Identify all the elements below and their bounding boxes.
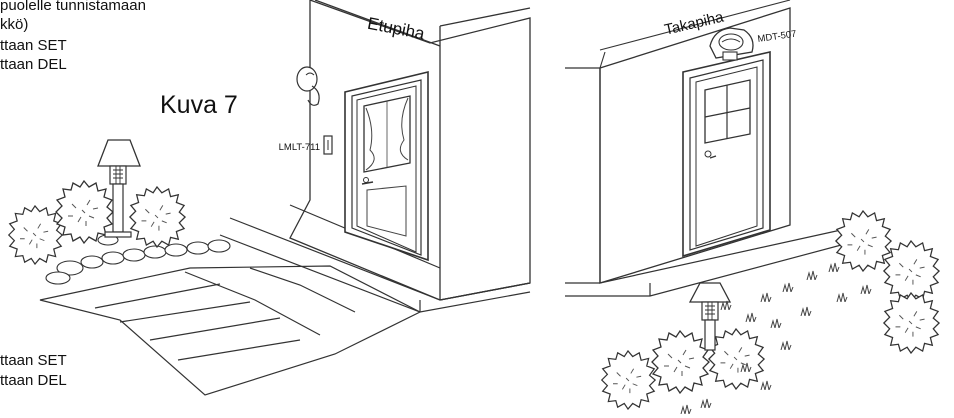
front-yard-scene: LMLT-711 Etupiha (8, 0, 531, 396)
bush-icon (601, 350, 656, 410)
instruction-line: puolelle tunnistamaan (0, 0, 146, 14)
lmlt-711-device-icon (323, 135, 333, 155)
instruction-line: ttaan SET (0, 352, 67, 369)
bush-icon (883, 292, 940, 354)
front-door (344, 70, 429, 262)
front-garden-lamp-icon (97, 139, 141, 238)
bush-icon (651, 330, 710, 394)
bush-icon (129, 186, 186, 248)
figure-label: Kuva 7 (160, 91, 238, 119)
mdt-507-label: MDT-507 (757, 29, 797, 45)
instruction-line: ttaan DEL (0, 56, 67, 73)
bush-icon (708, 328, 765, 390)
back-door (682, 50, 771, 258)
back-yard-scene: MDT-507 Takapiha (565, 0, 940, 414)
lmlt-711-label: LMLT-711 (279, 142, 320, 153)
front-wall-lamp-icon (296, 66, 320, 106)
bush-icon (8, 205, 63, 265)
bush-icon (835, 210, 892, 272)
instruction-line: kkö) (0, 16, 29, 33)
instruction-line: ttaan SET (0, 37, 67, 54)
back-garden-lamp-icon (688, 282, 732, 351)
instruction-line: ttaan DEL (0, 372, 67, 389)
front-paving (39, 265, 422, 396)
mdt-507-sensor-icon (709, 27, 754, 61)
stepping-stones (45, 234, 231, 285)
back-house-base (565, 227, 861, 297)
bush-icon (883, 240, 940, 302)
